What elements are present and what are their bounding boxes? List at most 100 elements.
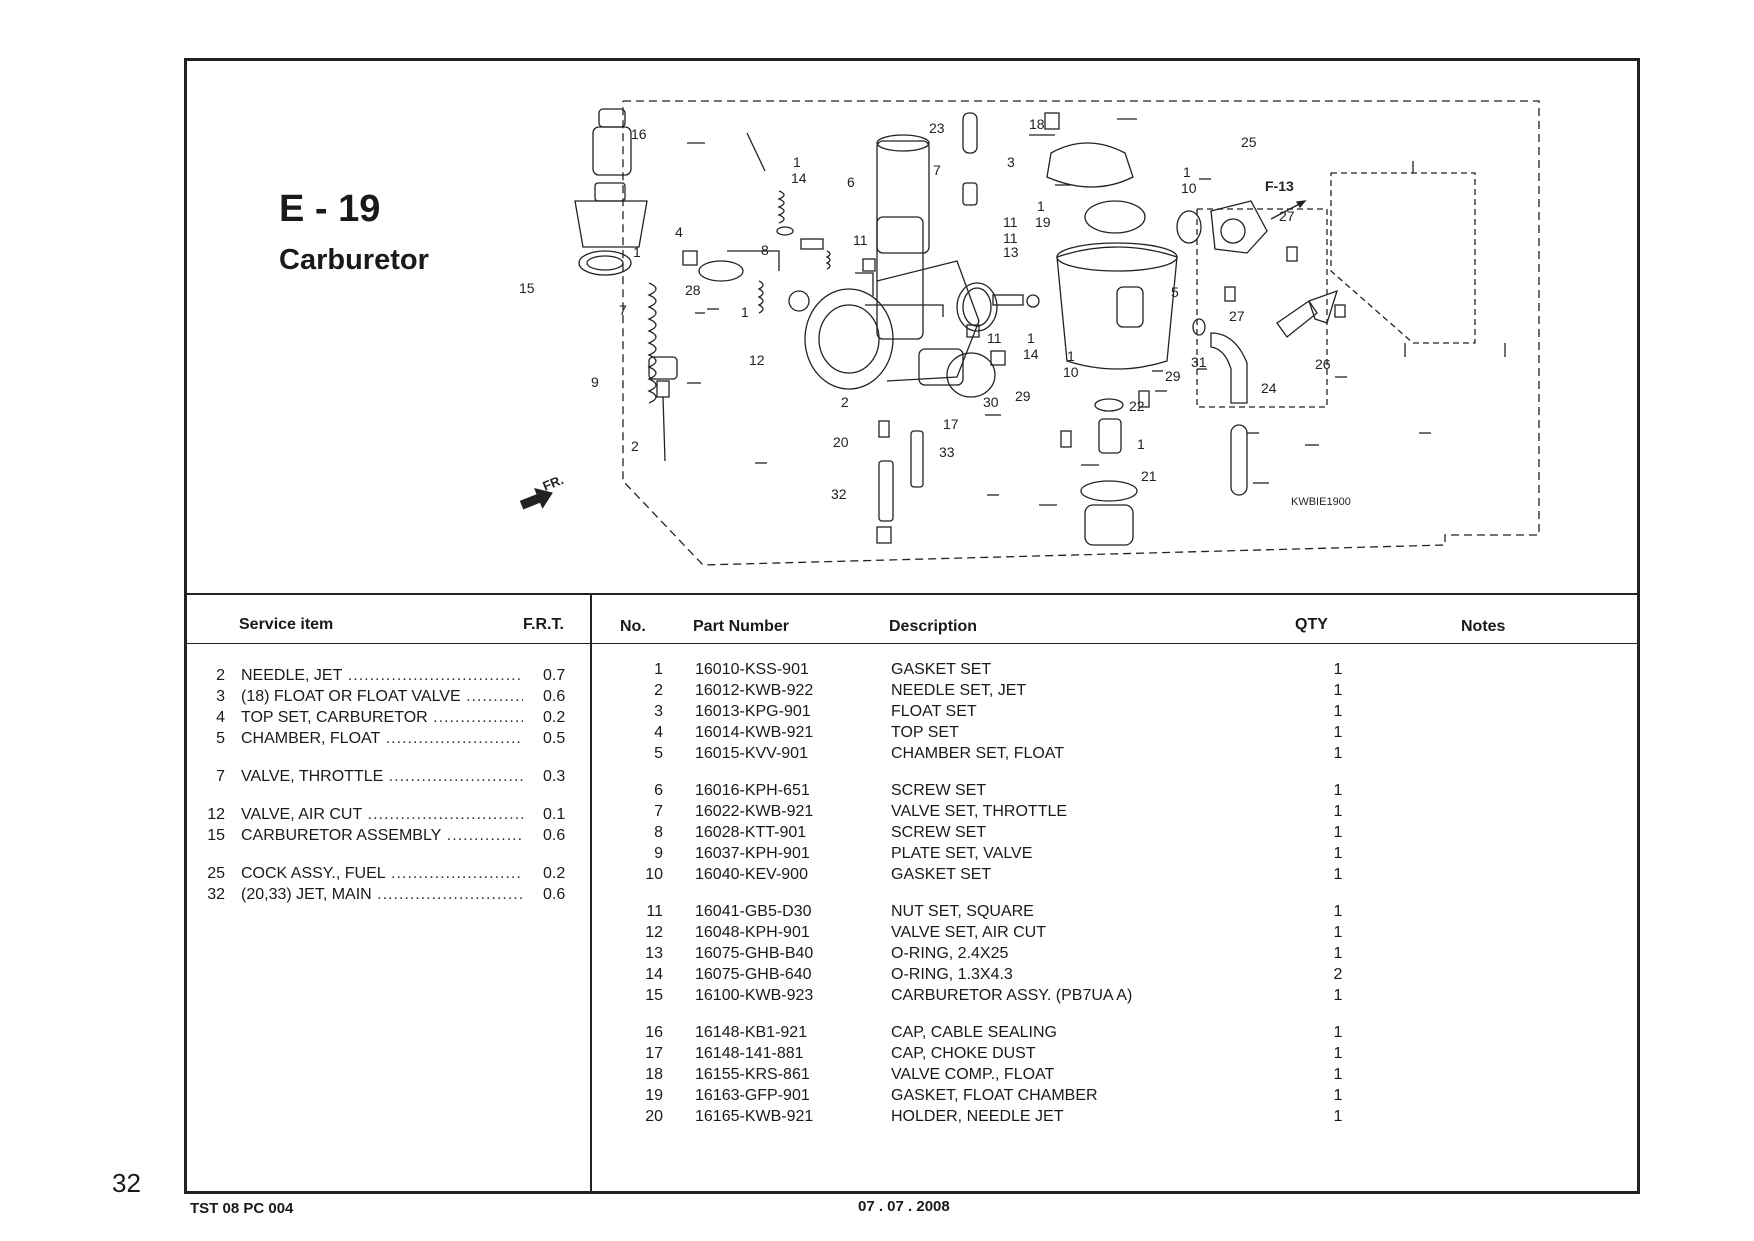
callout: 1: [1027, 330, 1035, 346]
service-item-name: (20,33) JET, MAIN ......................…: [241, 886, 523, 903]
service-item-header: Service item: [239, 616, 334, 633]
callout: 25: [1241, 134, 1257, 150]
part-qty: 2: [1333, 966, 1343, 983]
part-number: 16016-KPH-651: [695, 782, 810, 799]
qty-header: QTY: [1295, 616, 1328, 633]
part-description: O-RING, 1.3X4.3: [891, 966, 1013, 983]
callout: 33: [939, 444, 955, 460]
callout: 21: [1141, 468, 1157, 484]
part-number: 16100-KWB-923: [695, 987, 814, 1004]
part-number: 16075-GHB-B40: [695, 945, 814, 962]
part-ref-no: 4: [654, 724, 663, 741]
part-number: 16014-KWB-921: [695, 724, 814, 741]
part-number: 16163-GFP-901: [695, 1087, 810, 1104]
callout: 6: [847, 174, 855, 190]
service-item-name: VALVE, AIR CUT .........................…: [241, 806, 523, 823]
callout: 27: [1229, 308, 1245, 324]
part-description: TOP SET: [891, 724, 959, 741]
part-qty: 1: [1333, 782, 1343, 799]
section-title: Carburetor: [279, 244, 429, 276]
part-ref-no: 9: [654, 845, 663, 862]
part-ref-no: 14: [645, 966, 663, 983]
service-item-name: CHAMBER, FLOAT .........................…: [241, 730, 523, 747]
doc-code: TST 08 PC 004: [190, 1200, 294, 1217]
table-divider: [590, 593, 592, 1191]
part-qty: 1: [1333, 866, 1343, 883]
callout: 1: [1137, 436, 1145, 452]
callout: 11: [1003, 230, 1018, 246]
part-description: NEEDLE SET, JET: [891, 682, 1027, 699]
callout: 7: [933, 162, 941, 178]
callout: 1: [741, 304, 749, 320]
callout: 23: [929, 120, 945, 136]
service-ref-no: 32: [207, 886, 225, 903]
service-frt-value: 0.6: [543, 688, 566, 705]
part-qty: 1: [1333, 1108, 1343, 1125]
part-qty: 1: [1333, 824, 1343, 841]
service-frt-value: 0.7: [543, 667, 566, 684]
callout: 2: [631, 438, 639, 454]
callout: 29: [1015, 388, 1031, 404]
callout: 30: [983, 394, 999, 410]
callout: 5: [1171, 284, 1179, 300]
part-description: O-RING, 2.4X25: [891, 945, 1009, 962]
callout: 14: [791, 170, 807, 186]
part-number: 16165-KWB-921: [695, 1108, 814, 1125]
service-item-name: NEEDLE, JET ............................…: [241, 667, 523, 684]
part-description: CARBURETOR ASSY. (PB7UA A): [891, 987, 1133, 1004]
part-qty: 1: [1333, 703, 1343, 720]
part-description: GASKET SET: [891, 866, 992, 883]
part-number: 16041-GB5-D30: [695, 903, 812, 920]
part-ref-no: 12: [645, 924, 663, 941]
callout: 32: [831, 486, 847, 502]
table-header-rule: [187, 643, 1637, 644]
callout: 1: [1183, 164, 1191, 180]
part-qty: 1: [1333, 1045, 1343, 1062]
callout: 22: [1129, 398, 1145, 414]
part-number: 16015-KVV-901: [695, 745, 808, 762]
callout: 27: [1279, 208, 1295, 224]
callout: 24: [1261, 380, 1277, 396]
frt-header: F.R.T.: [523, 616, 564, 633]
callout: 28: [685, 282, 701, 298]
part-qty: 1: [1333, 745, 1343, 762]
part-qty: 1: [1333, 1087, 1343, 1104]
diagram-ref-label: F-13: [1265, 178, 1294, 194]
callout: 15: [519, 280, 535, 296]
service-item-name: COCK ASSY., FUEL .......................…: [241, 865, 523, 882]
service-frt-value: 0.6: [543, 886, 566, 903]
callout: 4: [675, 224, 683, 240]
callout: 10: [1181, 180, 1197, 196]
part-description: VALVE COMP., FLOAT: [891, 1066, 1055, 1083]
callout: 19: [1035, 214, 1051, 230]
callout: 18: [1029, 116, 1045, 132]
part-qty: 1: [1333, 682, 1343, 699]
part-number: 16010-KSS-901: [695, 661, 809, 678]
part-qty: 1: [1333, 845, 1343, 862]
part-ref-no: 17: [645, 1045, 663, 1062]
callout: 20: [833, 434, 849, 450]
part-ref-no: 20: [645, 1108, 663, 1125]
part-ref-no: 10: [645, 866, 663, 883]
service-frt-value: 0.2: [543, 709, 566, 726]
part-description: CAP, CHOKE DUST: [891, 1045, 1036, 1062]
part-qty: 1: [1333, 661, 1343, 678]
service-item-name: VALVE, THROTTLE ........................…: [241, 768, 523, 785]
part-description: SCREW SET: [891, 782, 987, 799]
part-ref-no: 19: [645, 1087, 663, 1104]
part-number: 16048-KPH-901: [695, 924, 810, 941]
part-number: 16037-KPH-901: [695, 845, 810, 862]
part-number: 16148-141-881: [695, 1045, 804, 1062]
part-number: 16012-KWB-922: [695, 682, 814, 699]
service-frt-value: 0.2: [543, 865, 566, 882]
part-qty: 1: [1333, 1066, 1343, 1083]
part-number: 16155-KRS-861: [695, 1066, 810, 1083]
part-number: 16040-KEV-900: [695, 866, 808, 883]
service-frt-value: 0.3: [543, 768, 566, 785]
part-number: 16075-GHB-640: [695, 966, 812, 983]
part-description: PLATE SET, VALVE: [891, 845, 1033, 862]
exploded-diagram: 16 23 18 25 1 14 6 7 3 1 10 27 4 1 11 8 …: [519, 100, 1540, 566]
part-number: 16022-KWB-921: [695, 803, 814, 820]
part-description: GASKET, FLOAT CHAMBER: [891, 1087, 1098, 1104]
callout: 31: [1191, 354, 1207, 370]
